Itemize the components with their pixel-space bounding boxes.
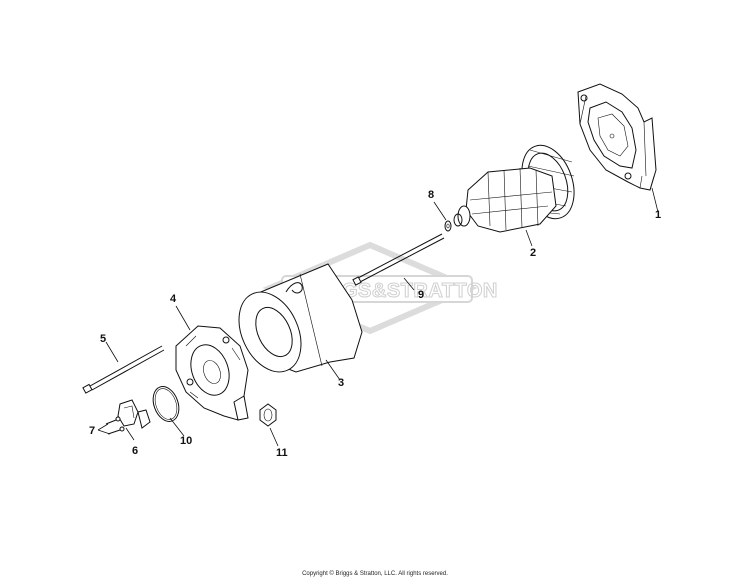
part-10-o-ring [152,386,180,422]
callout-7: 7 [89,425,95,437]
callout-1: 1 [655,209,661,221]
part-4-end-bracket [175,325,249,421]
part-9-through-bolt [352,233,445,286]
part-8-washer [444,220,452,232]
leader-lines [97,187,659,447]
callout-6: 6 [132,445,138,457]
callout-10: 10 [180,435,192,447]
part-5-through-bolt [82,345,165,394]
part-6-brush-holder [117,399,151,429]
callout-3: 3 [338,377,344,389]
callout-11: 11 [276,447,288,459]
callout-labels: 1 2 3 4 5 6 7 8 9 10 11 [89,189,661,459]
part-3-stator-cylinder [238,263,363,373]
callout-8: 8 [428,189,434,201]
callout-5: 5 [100,333,106,345]
callout-4: 4 [170,293,177,305]
copyright-notice: Copyright © Briggs & Stratton, LLC. All … [302,571,448,577]
callout-2: 2 [530,247,536,259]
part-2-rotor-armature [453,144,575,233]
part-11-clip [259,403,277,427]
part-1-end-housing [577,83,657,191]
callout-9: 9 [418,289,424,301]
part-7-screws [105,416,125,435]
